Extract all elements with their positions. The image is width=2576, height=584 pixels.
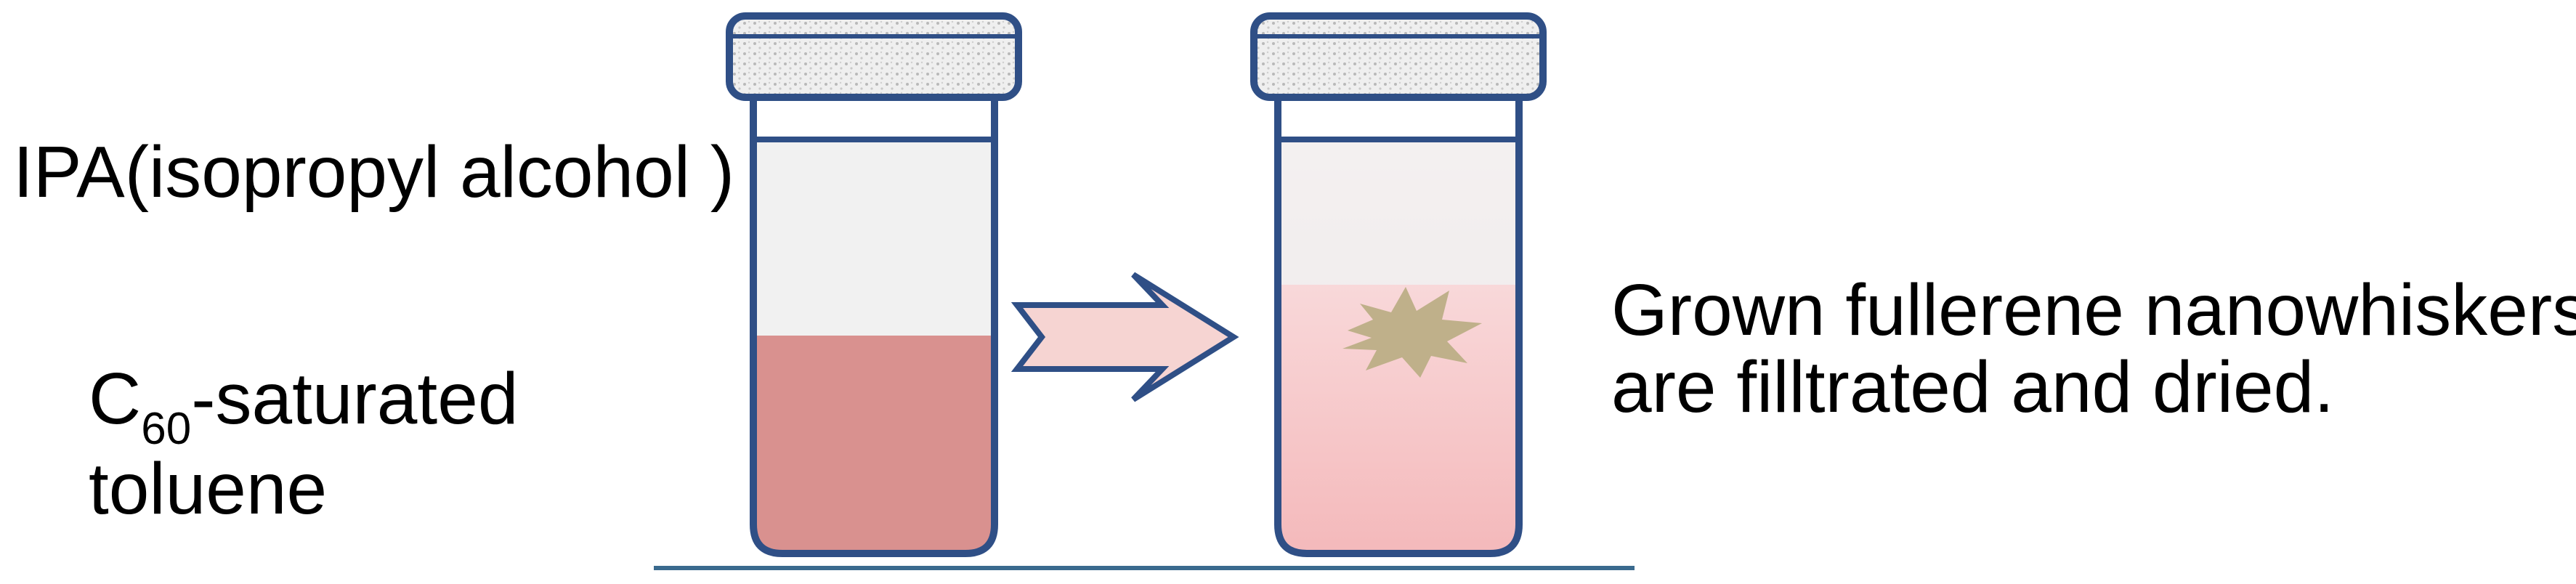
c60-prefix: C <box>89 358 142 439</box>
c60-suffix: -saturated <box>191 358 519 439</box>
test-tube-left <box>726 12 1022 557</box>
result-label-line1: Grown fullerene nanowhiskers <box>1611 269 2576 351</box>
toluene-label: toluene <box>89 448 328 530</box>
c60-toluene-label: C60-saturated <box>89 358 519 451</box>
c60-subscript: 60 <box>141 403 192 454</box>
tube-body <box>1274 94 1523 557</box>
result-label-line2: are filltrated and dried. <box>1611 346 2335 428</box>
nanowhisker-cluster <box>1342 287 1482 378</box>
toluene-layer <box>753 336 995 553</box>
ipa-label: IPA(isopropyl alcohol ) <box>13 131 735 213</box>
tube-cap <box>726 12 1022 101</box>
clear-upper-layer <box>1278 139 1519 285</box>
process-arrow <box>1010 272 1239 402</box>
tube-body <box>750 94 998 557</box>
test-tube-right <box>1250 12 1547 557</box>
tube-cap <box>1250 12 1547 101</box>
ipa-layer <box>753 139 995 336</box>
